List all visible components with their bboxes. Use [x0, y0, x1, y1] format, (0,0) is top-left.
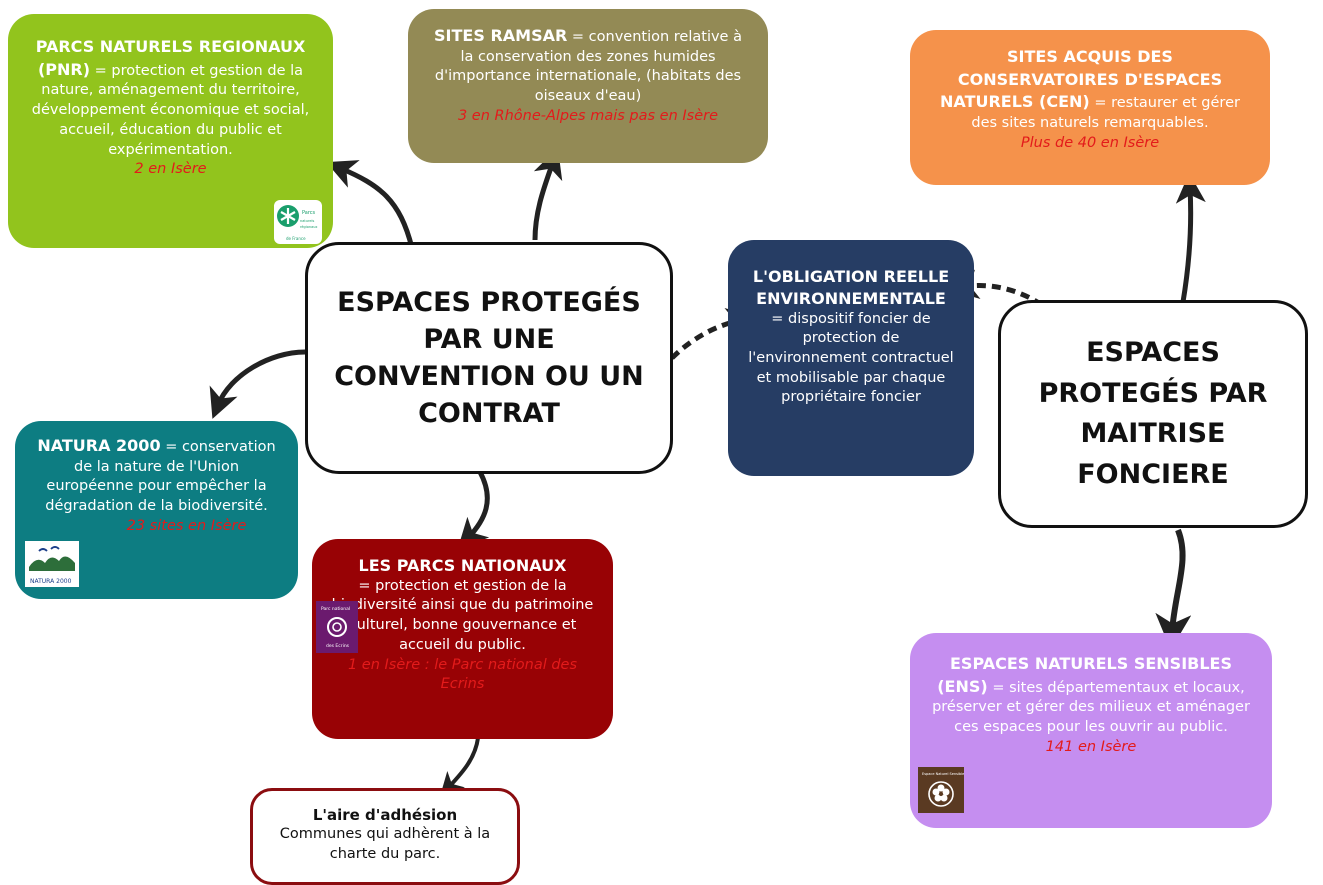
natura-logo: NATURA 2000: [25, 541, 79, 587]
svg-text:des Ecrins: des Ecrins: [326, 643, 350, 649]
hub-land-label: ESPACES PROTEGÉS PAR MAITRISE FONCIERE: [1038, 337, 1268, 490]
svg-text:naturels: naturels: [300, 219, 314, 223]
natura-title: NATURA 2000: [37, 436, 161, 455]
adhesion-box: L'aire d'adhésion Communes qui adhèrent …: [250, 788, 520, 885]
cen-text: = restaurer et gérer des sites naturels …: [971, 95, 1240, 132]
ens-logo: Espace Naturel Sensible: [918, 767, 964, 813]
arrow-to-adhesion: [439, 737, 480, 797]
svg-text:Parcs: Parcs: [302, 210, 316, 216]
ramsar-text: = convention relative à la conservation …: [434, 29, 742, 105]
pnr-flower-icon: Parcs naturels régionaux de France: [277, 205, 318, 241]
ens-note: 141 en Isère: [1045, 738, 1137, 755]
cen-box: SITES ACQUIS DES CONSERVATOIRES D'ESPACE…: [910, 30, 1270, 185]
arrow-to-ramsar: [532, 147, 563, 241]
ore-title: L'OBLIGATION REELLE ENVIRONNEMENTALE: [752, 267, 950, 308]
ens-title: ESPACES NATURELS SENSIBLES (ENS): [937, 654, 1232, 696]
ore-box: L'OBLIGATION REELLE ENVIRONNEMENTALE = d…: [728, 240, 974, 476]
pnr-text: = protection et gestion de la nature, am…: [31, 62, 310, 158]
arrow-to-ens: [1155, 528, 1192, 650]
arrow-to-parcs-nationaux: [457, 470, 490, 549]
pn-logo: Parc national des Ecrins: [316, 601, 358, 653]
pnr-logo: Parcs naturels régionaux de France: [274, 200, 322, 244]
cen-note: Plus de 40 en Isère: [1020, 134, 1160, 151]
hub-contract: ESPACES PROTEGÉS PAR UNE CONVENTION OU U…: [305, 242, 673, 474]
pn-title: LES PARCS NATIONAUX: [358, 556, 567, 575]
arrow-contract-to-ore: [670, 307, 757, 360]
natura-text: = conservation de la nature de l'Union e…: [45, 439, 276, 515]
arrow-to-natura: [209, 349, 306, 419]
pnr-box: PARCS NATURELS REGIONAUX (PNR) = protect…: [8, 14, 333, 248]
hub-contract-label: ESPACES PROTEGÉS PAR UNE CONVENTION OU U…: [334, 286, 644, 430]
ens-flower-icon: Espace Naturel Sensible: [922, 772, 964, 807]
pnr-title: PARCS NATURELS REGIONAUX (PNR): [35, 37, 306, 79]
arrow-to-cen: [1175, 173, 1206, 303]
hub-land: ESPACES PROTEGÉS PAR MAITRISE FONCIERE: [998, 300, 1308, 528]
ramsar-box: SITES RAMSAR = convention relative à la …: [408, 9, 768, 163]
ore-text: = dispositif foncier de protection de l'…: [748, 310, 954, 406]
svg-text:régionaux: régionaux: [300, 225, 318, 229]
natura-birds-icon: NATURA 2000: [29, 546, 75, 585]
spiral-icon: Parc national des Ecrins: [321, 606, 350, 649]
ens-text: = sites départementaux et locaux, préser…: [932, 679, 1250, 736]
adhesion-title: L'aire d'adhésion: [312, 806, 458, 824]
arrow-to-pnr: [326, 160, 415, 249]
svg-text:NATURA 2000: NATURA 2000: [30, 578, 72, 585]
svg-text:Parc national: Parc national: [321, 606, 350, 612]
pn-note: 1 en Isère : le Parc national des Ecrins: [347, 656, 578, 693]
svg-text:de France: de France: [286, 236, 306, 241]
ramsar-title: SITES RAMSAR: [434, 26, 568, 45]
adhesion-text: Communes qui adhèrent à la charte du par…: [279, 826, 491, 863]
parcs-nationaux-box: LES PARCS NATIONAUX = protection et gest…: [312, 539, 613, 739]
cen-title: SITES ACQUIS DES CONSERVATOIRES D'ESPACE…: [940, 47, 1223, 112]
ens-box: ESPACES NATURELS SENSIBLES (ENS) = sites…: [910, 633, 1272, 828]
natura-note: 23 sites en Isère: [126, 517, 247, 534]
natura-box: NATURA 2000 = conservation de la nature …: [15, 421, 298, 599]
svg-text:Espace Naturel Sensible: Espace Naturel Sensible: [922, 772, 964, 776]
ramsar-note: 3 en Rhône-Alpes mais pas en Isère: [457, 107, 719, 124]
pnr-note: 2 en Isère: [134, 161, 207, 178]
pn-text: = protection et gestion de la biodiversi…: [331, 577, 594, 653]
